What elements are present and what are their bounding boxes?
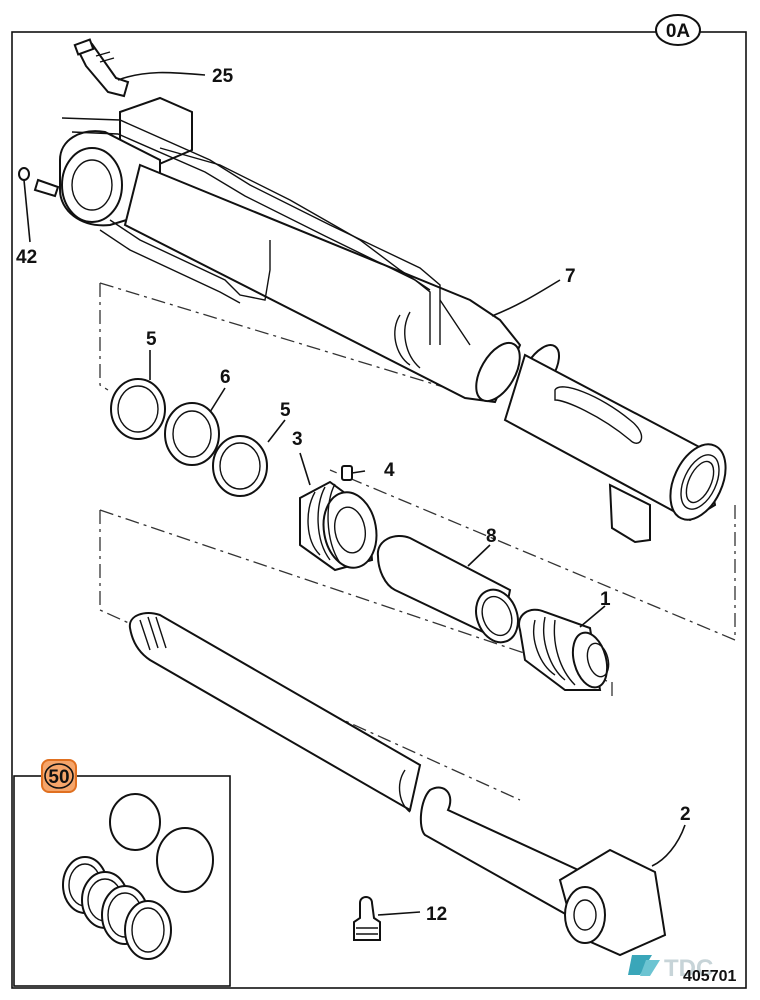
part-42-nipple[interactable] xyxy=(18,167,60,198)
part-7-barrel-front[interactable] xyxy=(503,339,737,544)
seal-kit-inset[interactable] xyxy=(13,775,231,987)
part-3-piston[interactable] xyxy=(299,480,382,572)
sheet-code-badge[interactable]: 0A xyxy=(655,14,701,46)
part-12-grease-nipple[interactable] xyxy=(353,896,381,941)
callout-2[interactable]: 2 xyxy=(680,804,691,825)
part-6-wear-ring[interactable] xyxy=(164,402,220,466)
part-8-spacer-tube[interactable] xyxy=(376,535,525,648)
callout-3[interactable]: 3 xyxy=(292,429,303,450)
part-25-fitting[interactable] xyxy=(73,38,130,98)
leader-lines xyxy=(23,71,686,916)
callout-50: 50 xyxy=(48,767,69,788)
part-5-seal-ring-a[interactable] xyxy=(110,378,166,440)
part-7-cylinder-barrel[interactable] xyxy=(59,96,529,408)
callout-50-badge[interactable]: 50 xyxy=(41,759,77,793)
callout-5-left[interactable]: 5 xyxy=(146,329,157,350)
tdc-logo: TDC xyxy=(628,955,713,982)
part-4-grub-screw[interactable] xyxy=(341,465,353,481)
callout-4[interactable]: 4 xyxy=(384,460,395,481)
callout-7[interactable]: 7 xyxy=(565,266,576,287)
part-5-seal-ring-b[interactable] xyxy=(212,435,268,497)
callout-8[interactable]: 8 xyxy=(486,526,497,547)
callout-25[interactable]: 25 xyxy=(212,66,234,87)
sheet-code: 0A xyxy=(666,21,691,42)
drawing-frame xyxy=(11,31,747,989)
drawing-number: 405701 xyxy=(683,968,736,985)
callout-42[interactable]: 42 xyxy=(16,247,37,268)
callout-5-right[interactable]: 5 xyxy=(280,400,291,421)
part-1-gland[interactable] xyxy=(518,608,613,691)
callout-1[interactable]: 1 xyxy=(600,589,611,610)
callout-labels: 25 42 5 6 5 3 4 7 8 1 2 12 xyxy=(16,66,691,925)
part-2-piston-rod[interactable] xyxy=(128,612,667,957)
callout-6[interactable]: 6 xyxy=(220,367,231,388)
tdc-logo-text: TDC xyxy=(664,955,713,982)
callout-12[interactable]: 12 xyxy=(426,904,447,925)
guide-lines xyxy=(99,282,736,801)
